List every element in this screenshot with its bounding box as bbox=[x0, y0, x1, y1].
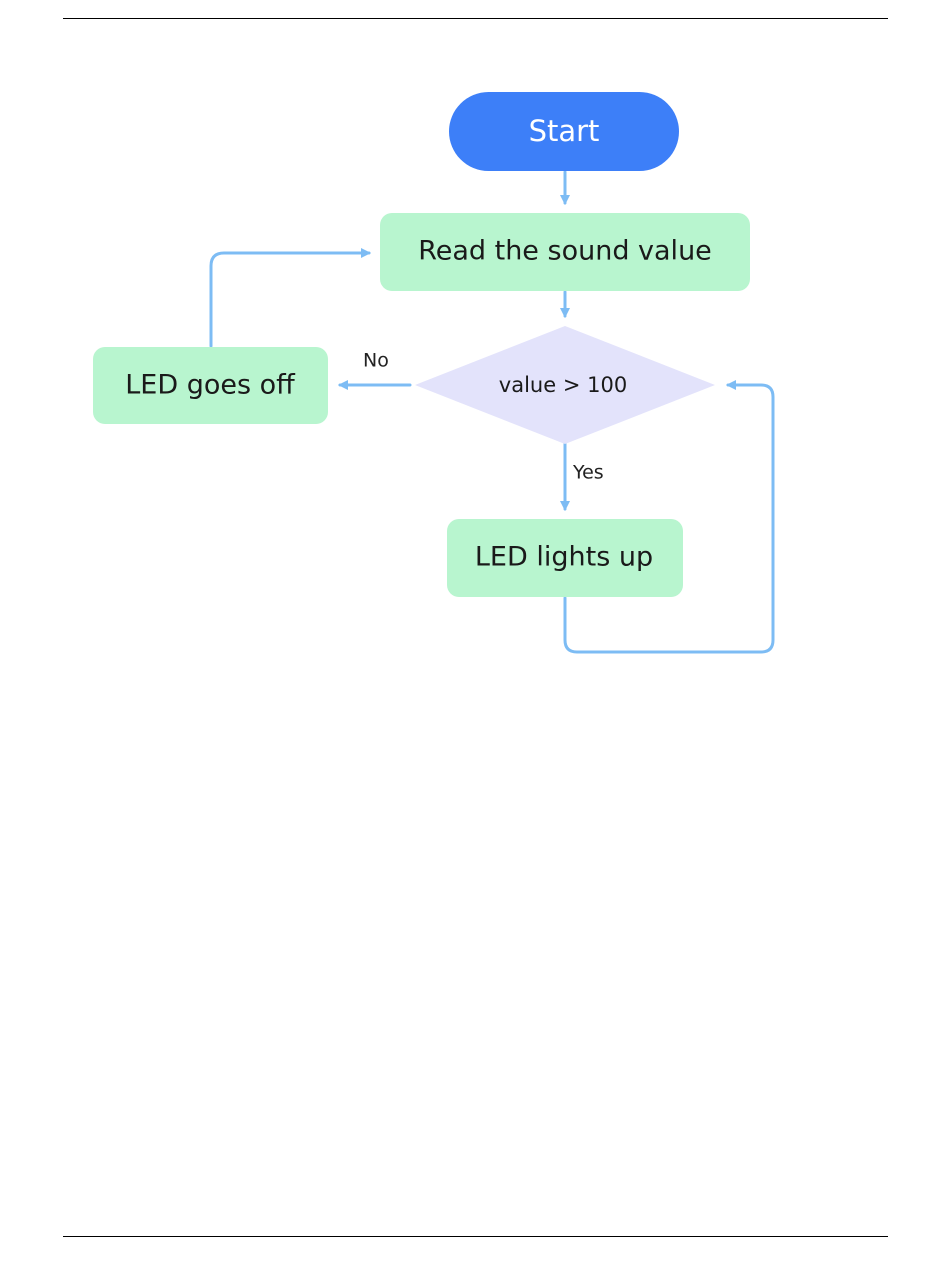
footer-rule bbox=[63, 1236, 888, 1237]
led-on-node-label: LED lights up bbox=[475, 542, 653, 573]
led-off-node-label: LED goes off bbox=[125, 370, 296, 401]
edge-label-yes: Yes bbox=[572, 462, 604, 484]
flowchart: No Yes Start Read the sound value value … bbox=[0, 0, 950, 700]
start-node: Start bbox=[449, 92, 679, 171]
start-node-label: Start bbox=[529, 114, 600, 148]
decision-node: value > 100 bbox=[415, 326, 715, 444]
decision-node-label: value > 100 bbox=[499, 373, 627, 397]
edge-label-no: No bbox=[363, 350, 389, 372]
read-sound-node: Read the sound value bbox=[380, 213, 750, 291]
led-on-node: LED lights up bbox=[447, 519, 683, 597]
edge-led-off-loop-to-read bbox=[211, 253, 369, 346]
led-off-node: LED goes off bbox=[93, 347, 328, 424]
read-sound-node-label: Read the sound value bbox=[418, 236, 712, 267]
